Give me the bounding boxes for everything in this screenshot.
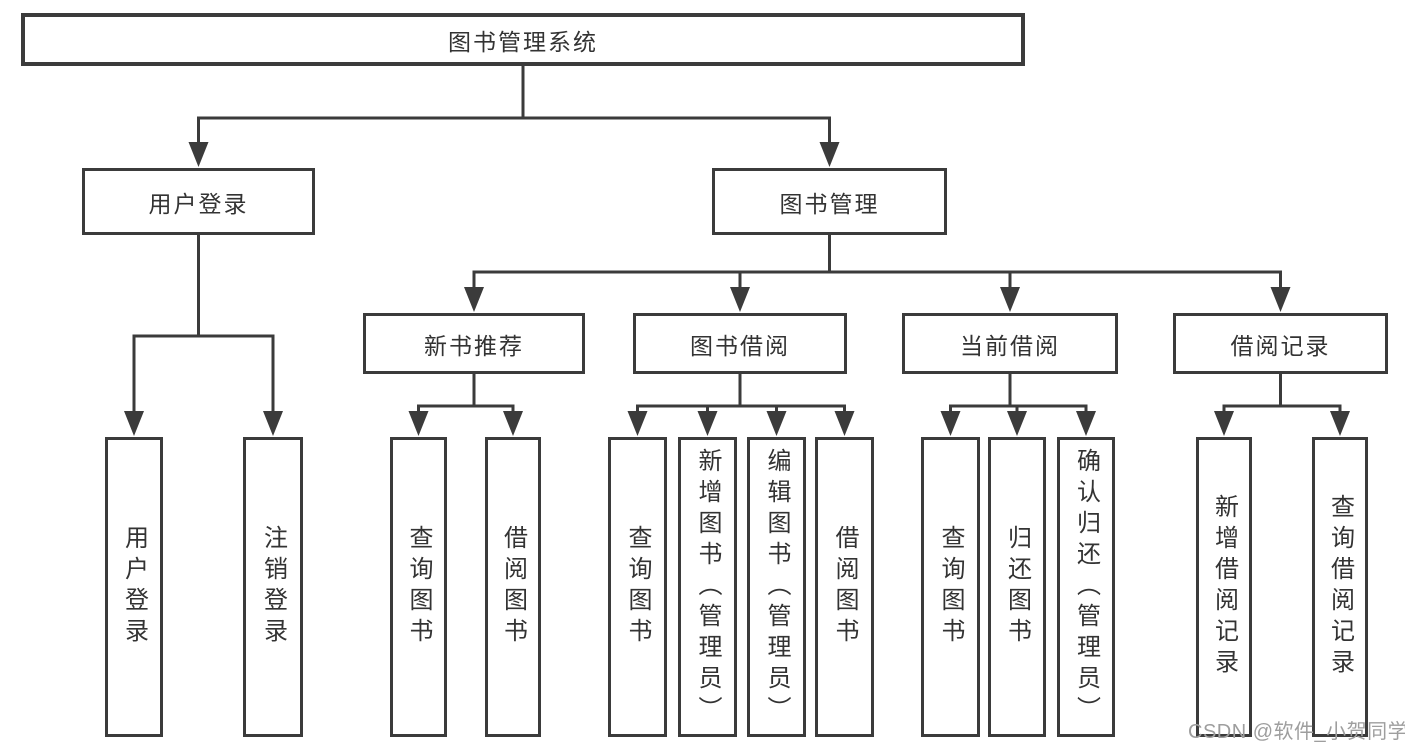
arrowhead-icon [627,411,648,436]
node-leaf-borrow-book-2: 借阅图书 [815,437,874,737]
node-new-book-rec: 新书推荐 [363,313,585,374]
node-label-leaf-add-book: 新增图书（管理员） [694,447,721,727]
arrowhead-icon [124,411,144,436]
node-label-book-mgmt: 图书管理 [779,190,880,217]
node-leaf-borrow-book-1: 借阅图书 [485,437,541,737]
node-leaf-add-book: 新增图书（管理员） [678,437,737,737]
node-label-leaf-query-record: 查询借阅记录 [1326,494,1354,680]
node-label-new-book-rec: 新书推荐 [424,332,524,359]
node-leaf-edit-book: 编辑图书（管理员） [747,437,806,737]
node-root: 图书管理系统 [21,13,1025,66]
node-label-leaf-logout: 注销登录 [259,525,287,649]
arrowhead-icon [263,411,283,436]
arrowhead-icon [1076,411,1096,436]
node-label-root: 图书管理系统 [448,28,598,55]
arrowhead-icon [697,411,718,436]
node-leaf-add-record: 新增借阅记录 [1196,437,1252,737]
node-book-mgmt: 图书管理 [712,168,947,235]
node-label-book-borrow: 图书借阅 [690,332,790,359]
arrowhead-icon [730,287,750,312]
node-leaf-query-record: 查询借阅记录 [1312,437,1368,737]
node-user-login: 用户登录 [82,168,315,235]
node-label-leaf-edit-book: 编辑图书（管理员） [763,447,790,727]
node-leaf-query-book-1: 查询图书 [390,437,447,737]
node-label-leaf-return-book: 归还图书 [1003,525,1031,649]
node-label-borrow-record: 借阅记录 [1230,332,1331,359]
arrowhead-icon [834,411,855,436]
arrowhead-icon [1330,411,1350,436]
watermark: CSDN @软件_小贺同学 [1188,721,1405,743]
node-borrow-record: 借阅记录 [1173,313,1388,374]
node-label-leaf-add-record: 新增借阅记录 [1210,494,1238,680]
node-leaf-return-book: 归还图书 [988,437,1046,737]
arrowhead-icon [940,411,961,436]
arrowhead-icon [408,411,429,436]
node-leaf-logout: 注销登录 [243,437,303,737]
arrowhead-icon [1270,287,1291,312]
node-leaf-confirm-return: 确认归还（管理员） [1057,437,1115,737]
node-label-leaf-query-book-3: 查询图书 [937,525,964,649]
arrowhead-icon [1000,287,1020,312]
arrowhead-icon [1214,411,1234,436]
node-label-user-login: 用户登录 [148,190,249,217]
arrowhead-icon [819,142,840,167]
node-label-leaf-query-book-2: 查询图书 [624,525,651,649]
arrowhead-icon [464,287,484,312]
node-label-leaf-confirm-return: 确认归还（管理员） [1072,447,1100,727]
node-leaf-query-book-3: 查询图书 [921,437,980,737]
arrowhead-icon [1007,411,1027,436]
node-current-borrow: 当前借阅 [902,313,1118,374]
node-label-leaf-borrow-book-1: 借阅图书 [499,525,527,649]
arrowhead-icon [766,411,787,436]
arrowhead-icon [188,142,209,167]
node-book-borrow: 图书借阅 [633,313,847,374]
node-label-leaf-borrow-book-2: 借阅图书 [831,525,858,649]
node-label-leaf-user-login: 用户登录 [120,525,148,649]
node-leaf-user-login: 用户登录 [105,437,163,737]
node-leaf-query-book-2: 查询图书 [608,437,667,737]
node-label-current-borrow: 当前借阅 [960,332,1060,359]
node-label-leaf-query-book-1: 查询图书 [405,525,432,649]
arrowhead-icon [503,411,523,436]
